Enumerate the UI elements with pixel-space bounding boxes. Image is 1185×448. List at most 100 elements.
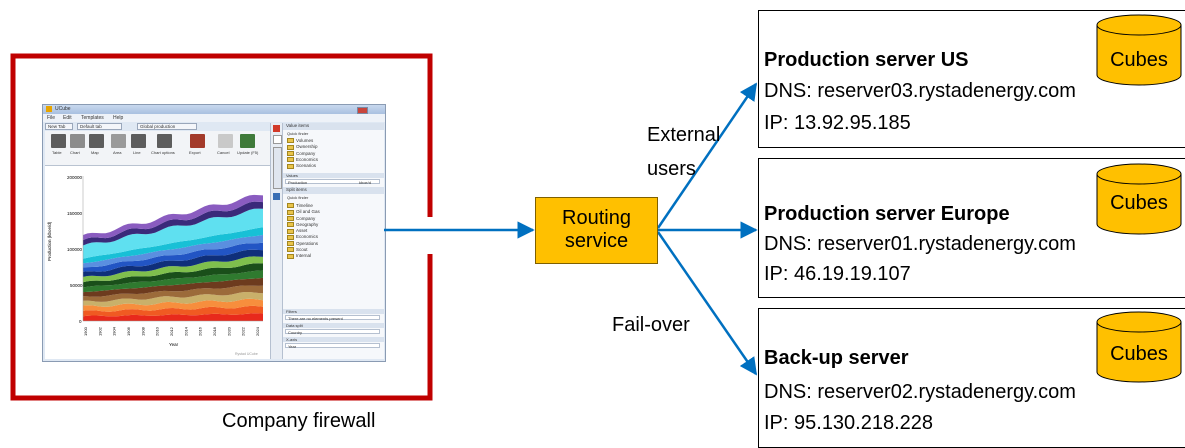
chart-xtick: 1908 (140, 326, 145, 336)
edge-label-external: External (647, 124, 721, 146)
value-quick-finder: Quick finder (287, 131, 309, 136)
cubes-label: Cubes (1110, 192, 1168, 214)
x-axis-value: Year (285, 343, 380, 349)
chart-ytick-150000: 150000 (67, 211, 83, 216)
server-dns: DNS: reserver02.rystadenergy.com (764, 381, 1076, 403)
ribbon-label-chart-options: Chart options (151, 150, 175, 155)
strip-info-icon (273, 135, 282, 144)
area-band (83, 256, 263, 283)
area-band (83, 242, 263, 272)
chart-xtick: 2012 (169, 326, 174, 336)
ribbon-map-icon (89, 134, 104, 148)
chart-xtick: 2024 (255, 326, 260, 336)
menu-help: Help (113, 115, 124, 121)
value-item: Ownership (287, 144, 318, 150)
area-band (83, 292, 263, 307)
chart-xtick: 2018 (212, 326, 217, 336)
cubes-cylinder-backup: Cubes (1095, 310, 1183, 384)
stacked-areas (83, 194, 263, 321)
app-title-bar: UCube (43, 105, 385, 114)
chart-ytick-50000: 50000 (70, 283, 83, 288)
database-cylinder-icon (1096, 163, 1182, 235)
split-item: Scout (287, 247, 320, 253)
routing-label-line1: Routing (562, 207, 631, 229)
ribbon-label-area: Area (113, 150, 122, 155)
app-side-strip (270, 123, 282, 359)
chart-xtick: 2016 (198, 326, 203, 336)
ribbon-label-chart: Chart (70, 150, 80, 155)
ribbon-export-icon (190, 134, 205, 148)
close-icon (357, 107, 368, 114)
server-name: Production server US (764, 49, 969, 71)
ribbon-chart-options-icon (157, 134, 172, 148)
strip-values-tab (273, 147, 282, 189)
app-title: UCube (55, 106, 71, 112)
ribbon-label-cancel: Cancel (217, 150, 230, 155)
chart-xtick: 2022 (241, 326, 246, 336)
menu-edit: Edit (63, 115, 72, 121)
split-quick-finder: Quick finder (287, 195, 309, 200)
area-band (83, 277, 263, 297)
server-ip: IP: 46.19.19.107 (764, 263, 911, 285)
server-name: Back-up server (764, 347, 909, 369)
chart-xtick: 2010 (155, 326, 160, 336)
tab-global-production: Global production (137, 123, 197, 130)
cubes-cylinder-us: Cubes (1095, 13, 1183, 87)
split-item: Geography (287, 222, 320, 228)
ribbon-cancel-icon (218, 134, 233, 148)
ucube-app-screenshot: UCube File Edit Templates Help New Tab D… (42, 104, 386, 362)
ribbon-update-icon (240, 134, 255, 148)
ribbon-label-map: Map (91, 150, 99, 155)
area-band (83, 305, 263, 317)
area-band (83, 313, 263, 321)
arrow-routing-to-us (656, 82, 758, 229)
chart-xtick: 2020 (226, 326, 231, 336)
chart-ytick-200000: 200000 (67, 175, 83, 180)
value-item: Scenarios (287, 163, 318, 169)
routing-label-line2: service (564, 230, 629, 252)
server-ip: IP: 95.130.218.228 (764, 412, 934, 434)
chart-xlabel: Year (169, 342, 179, 347)
tab-default: Default tab (77, 123, 122, 130)
strip-gear-icon (273, 193, 280, 200)
ribbon-label-table: Table (52, 150, 62, 155)
split-item: Operations (287, 241, 320, 247)
ribbon-line-icon (131, 134, 146, 148)
server-dns: DNS: reserver03.rystadenergy.com (764, 80, 1076, 102)
split-items-tree: Timeline Oil and Gas Company Geography A… (287, 203, 320, 260)
ribbon-label-update: Update (F5) (237, 150, 259, 155)
area-band (83, 234, 263, 268)
app-right-panel: Value items Quick finder Volumes Ownersh… (282, 123, 384, 359)
split-item: Economics (287, 234, 320, 240)
menu-templates: Templates (81, 115, 104, 121)
chart-xtick: 1904 (112, 326, 117, 336)
strip-close-icon (273, 125, 280, 132)
app-ribbon: Table Chart Map Area Line Chart options … (45, 131, 270, 166)
value-items-header: Value items (283, 123, 384, 130)
area-band (83, 249, 263, 277)
values-unit: kboe/d (358, 180, 371, 185)
ribbon-area-icon (111, 134, 126, 148)
x-axis-header: X-axis (283, 337, 384, 342)
split-items-header: Split items (283, 187, 384, 194)
area-band (83, 263, 263, 288)
area-band (83, 270, 263, 293)
chart-xtick: 2014 (183, 326, 188, 336)
value-items-tree: Volumes Ownership Company Economics Scen… (287, 138, 318, 169)
value-item: Company (287, 151, 318, 157)
data-split-value: Country (285, 329, 380, 335)
server-ip: IP: 13.92.95.185 (764, 112, 911, 134)
routing-service-box: Routing service (535, 197, 658, 264)
area-band (83, 285, 263, 302)
cubes-cylinder-europe: Cubes (1095, 162, 1183, 236)
tab-new: New Tab (45, 123, 73, 130)
edge-label-users: users (647, 158, 696, 180)
chart-xtick: 1900 (83, 326, 88, 336)
arrow-routing-to-backup (656, 231, 758, 376)
area-band (83, 227, 263, 264)
app-tabs: New Tab Default tab Global production (45, 123, 269, 130)
app-logo-icon (46, 106, 52, 112)
